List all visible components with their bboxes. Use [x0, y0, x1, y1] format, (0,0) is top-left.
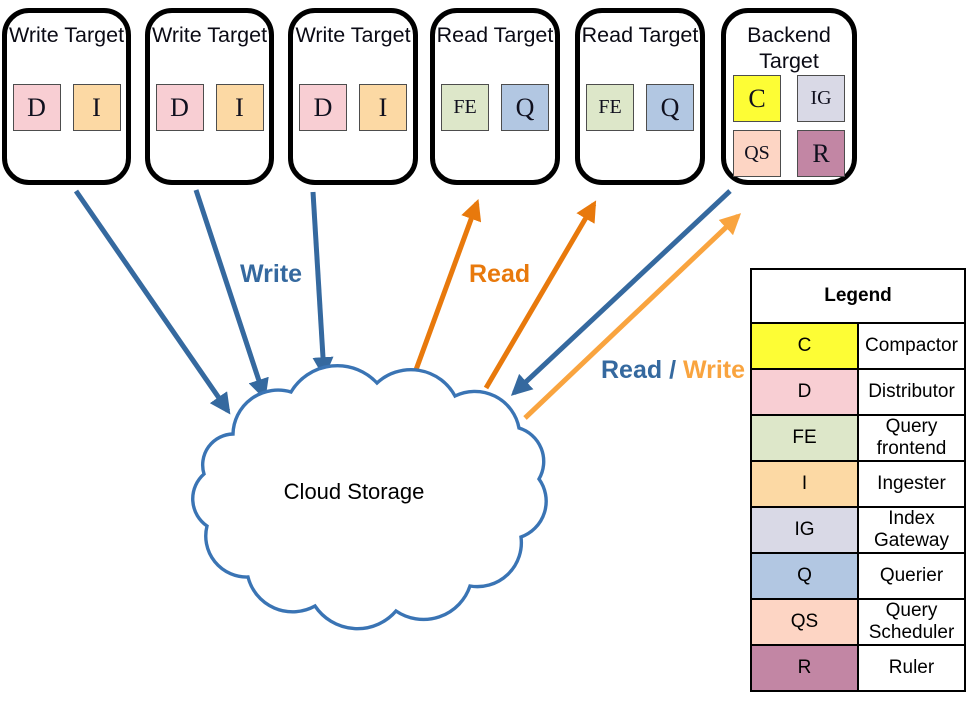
component-row: FE Q	[580, 84, 700, 131]
ingester-badge: I	[72, 84, 121, 131]
legend-name-ruler: Ruler	[857, 644, 966, 692]
legend-row-index-gateway: IG Index Gateway	[750, 506, 966, 554]
legend-swatch-ingester: I	[750, 460, 859, 508]
read-flow-label: Read	[469, 260, 531, 288]
legend-swatch-compactor: C	[750, 322, 859, 370]
target-title: Read Target	[581, 23, 699, 47]
backend-read-arrow	[510, 189, 732, 396]
ingester-badge: I	[215, 84, 264, 131]
read-arrow-1	[410, 199, 482, 379]
write-arrow-2	[193, 189, 269, 400]
legend-row-querier: Q Querier	[750, 552, 966, 600]
backend-write-arrow	[523, 213, 742, 420]
legend-row-compactor: C Compactor	[750, 322, 966, 370]
target-title: Backend Target	[747, 23, 831, 73]
backend-target: Backend Target C IG QS R	[721, 8, 857, 185]
component-row: D I	[150, 84, 269, 131]
component-row: D I	[293, 84, 413, 131]
distributor-badge: D	[299, 84, 347, 131]
legend-swatch-query-scheduler: QS	[750, 598, 859, 646]
querier-badge: Q	[501, 84, 549, 131]
legend-table: Legend C Compactor D Distributor FE Quer…	[750, 268, 966, 692]
read-write-label-write: Write	[682, 356, 746, 384]
legend-name-query-scheduler: Query Scheduler	[857, 598, 966, 646]
legend-name-distributor: Distributor	[857, 368, 966, 416]
target-title: Read Target	[436, 23, 554, 47]
write-target-1: Write Target D I	[2, 8, 131, 185]
legend-title: Legend	[750, 268, 966, 324]
read-write-label-read: Read	[601, 356, 663, 384]
write-target-2: Write Target D I	[145, 8, 274, 185]
querier-badge: Q	[646, 84, 694, 131]
legend-swatch-index-gateway: IG	[750, 506, 859, 554]
read-target-1: Read Target FE Q	[430, 8, 560, 185]
query-frontend-badge: FE	[441, 84, 489, 131]
write-arrow-3	[310, 191, 334, 379]
component-row: D I	[7, 84, 126, 131]
read-target-2: Read Target FE Q	[575, 8, 705, 185]
compactor-badge: C	[733, 75, 781, 122]
write-arrow-1	[73, 189, 231, 415]
read-write-flow-label: Read / Write	[601, 356, 745, 385]
query-scheduler-badge: QS	[733, 130, 781, 177]
write-flow-label: Write	[240, 260, 303, 288]
legend-name-compactor: Compactor	[857, 322, 966, 370]
write-target-3: Write Target D I	[288, 8, 418, 185]
legend-swatch-querier: Q	[750, 552, 859, 600]
query-frontend-badge: FE	[586, 84, 634, 131]
component-row: FE Q	[435, 84, 555, 131]
distributor-badge: D	[155, 84, 204, 131]
index-gateway-badge: IG	[797, 75, 845, 122]
distributor-badge: D	[12, 84, 61, 131]
legend-name-querier: Querier	[857, 552, 966, 600]
read-arrow-2	[483, 200, 597, 390]
cloud-storage-label: Cloud Storage	[283, 479, 425, 504]
legend-row-distributor: D Distributor	[750, 368, 966, 416]
ruler-badge: R	[797, 130, 845, 177]
legend-header-row: Legend	[750, 268, 966, 324]
legend-row-ingester: I Ingester	[750, 460, 966, 508]
target-title: Write Target	[295, 23, 411, 47]
ingester-badge: I	[359, 84, 407, 131]
legend-row-query-frontend: FE Query frontend	[750, 414, 966, 462]
cloud-storage-shape	[191, 364, 548, 631]
legend-name-query-frontend: Query frontend	[857, 414, 966, 462]
target-title: Write Target	[151, 23, 268, 47]
legend-swatch-distributor: D	[750, 368, 859, 416]
legend-name-ingester: Ingester	[857, 460, 966, 508]
legend-name-index-gateway: Index Gateway	[857, 506, 966, 554]
target-title: Write Target	[8, 23, 125, 47]
read-write-label-sep: /	[662, 356, 683, 384]
legend-row-query-scheduler: QS Query Scheduler	[750, 598, 966, 646]
legend-swatch-ruler: R	[750, 644, 859, 692]
component-grid: C IG QS R	[726, 75, 852, 177]
legend-row-ruler: R Ruler	[750, 644, 966, 692]
legend-swatch-query-frontend: FE	[750, 414, 859, 462]
